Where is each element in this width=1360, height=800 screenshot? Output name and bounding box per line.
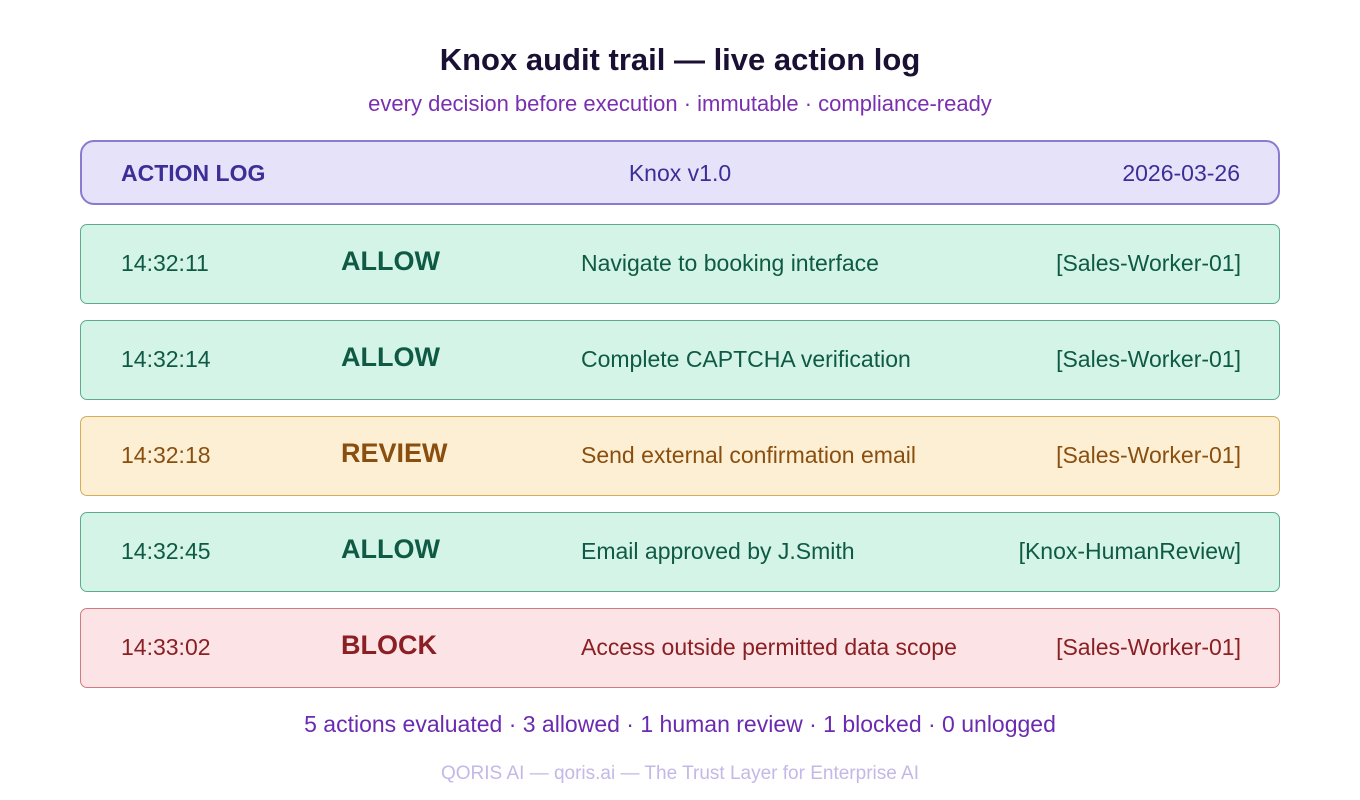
action-log-header: ACTION LOG Knox v1.0 2026-03-26	[80, 140, 1280, 205]
row-action: Send external confirmation email	[581, 442, 916, 468]
page-subtitle: every decision before execution · immuta…	[368, 91, 992, 116]
row-agent: [Sales-Worker-01]	[1056, 346, 1241, 372]
summary-stats: 5 actions evaluated · 3 allowed · 1 huma…	[304, 711, 1056, 737]
row-agent: [Knox-HumanReview]	[1018, 538, 1241, 564]
log-row: 14:32:18 REVIEW Send external confirmati…	[80, 416, 1280, 496]
log-row: 14:33:02 BLOCK Access outside permitted …	[80, 608, 1280, 688]
row-decision-badge: ALLOW	[341, 534, 440, 564]
row-decision-badge: ALLOW	[341, 342, 440, 372]
row-agent: [Sales-Worker-01]	[1056, 250, 1241, 276]
row-action: Email approved by J.Smith	[581, 538, 855, 564]
row-agent: [Sales-Worker-01]	[1056, 442, 1241, 468]
header-version: Knox v1.0	[628, 160, 732, 186]
row-decision-badge: REVIEW	[341, 438, 448, 468]
row-decision-badge: BLOCK	[341, 630, 437, 660]
row-action: Navigate to booking interface	[581, 250, 879, 276]
log-row: 14:32:45 ALLOW Email approved by J.Smith…	[80, 512, 1280, 592]
page-title: Knox audit trail — live action log	[439, 42, 921, 77]
brand-footer: QORIS AI — qoris.ai — The Trust Layer fo…	[441, 763, 919, 784]
log-row: 14:32:14 ALLOW Complete CAPTCHA verifica…	[80, 320, 1280, 400]
row-action: Complete CAPTCHA verification	[581, 346, 911, 372]
header-label: ACTION LOG	[121, 160, 266, 186]
row-time: 14:32:11	[121, 250, 209, 276]
row-time: 14:32:18	[121, 442, 211, 468]
row-time: 14:32:45	[121, 538, 211, 564]
row-time: 14:32:14	[121, 346, 211, 372]
row-time: 14:33:02	[121, 634, 211, 660]
header-date: 2026-03-26	[1122, 160, 1240, 186]
row-action: Access outside permitted data scope	[581, 634, 957, 660]
log-row: 14:32:11 ALLOW Navigate to booking inter…	[80, 224, 1280, 304]
row-decision-badge: ALLOW	[341, 246, 440, 276]
row-agent: [Sales-Worker-01]	[1056, 634, 1241, 660]
